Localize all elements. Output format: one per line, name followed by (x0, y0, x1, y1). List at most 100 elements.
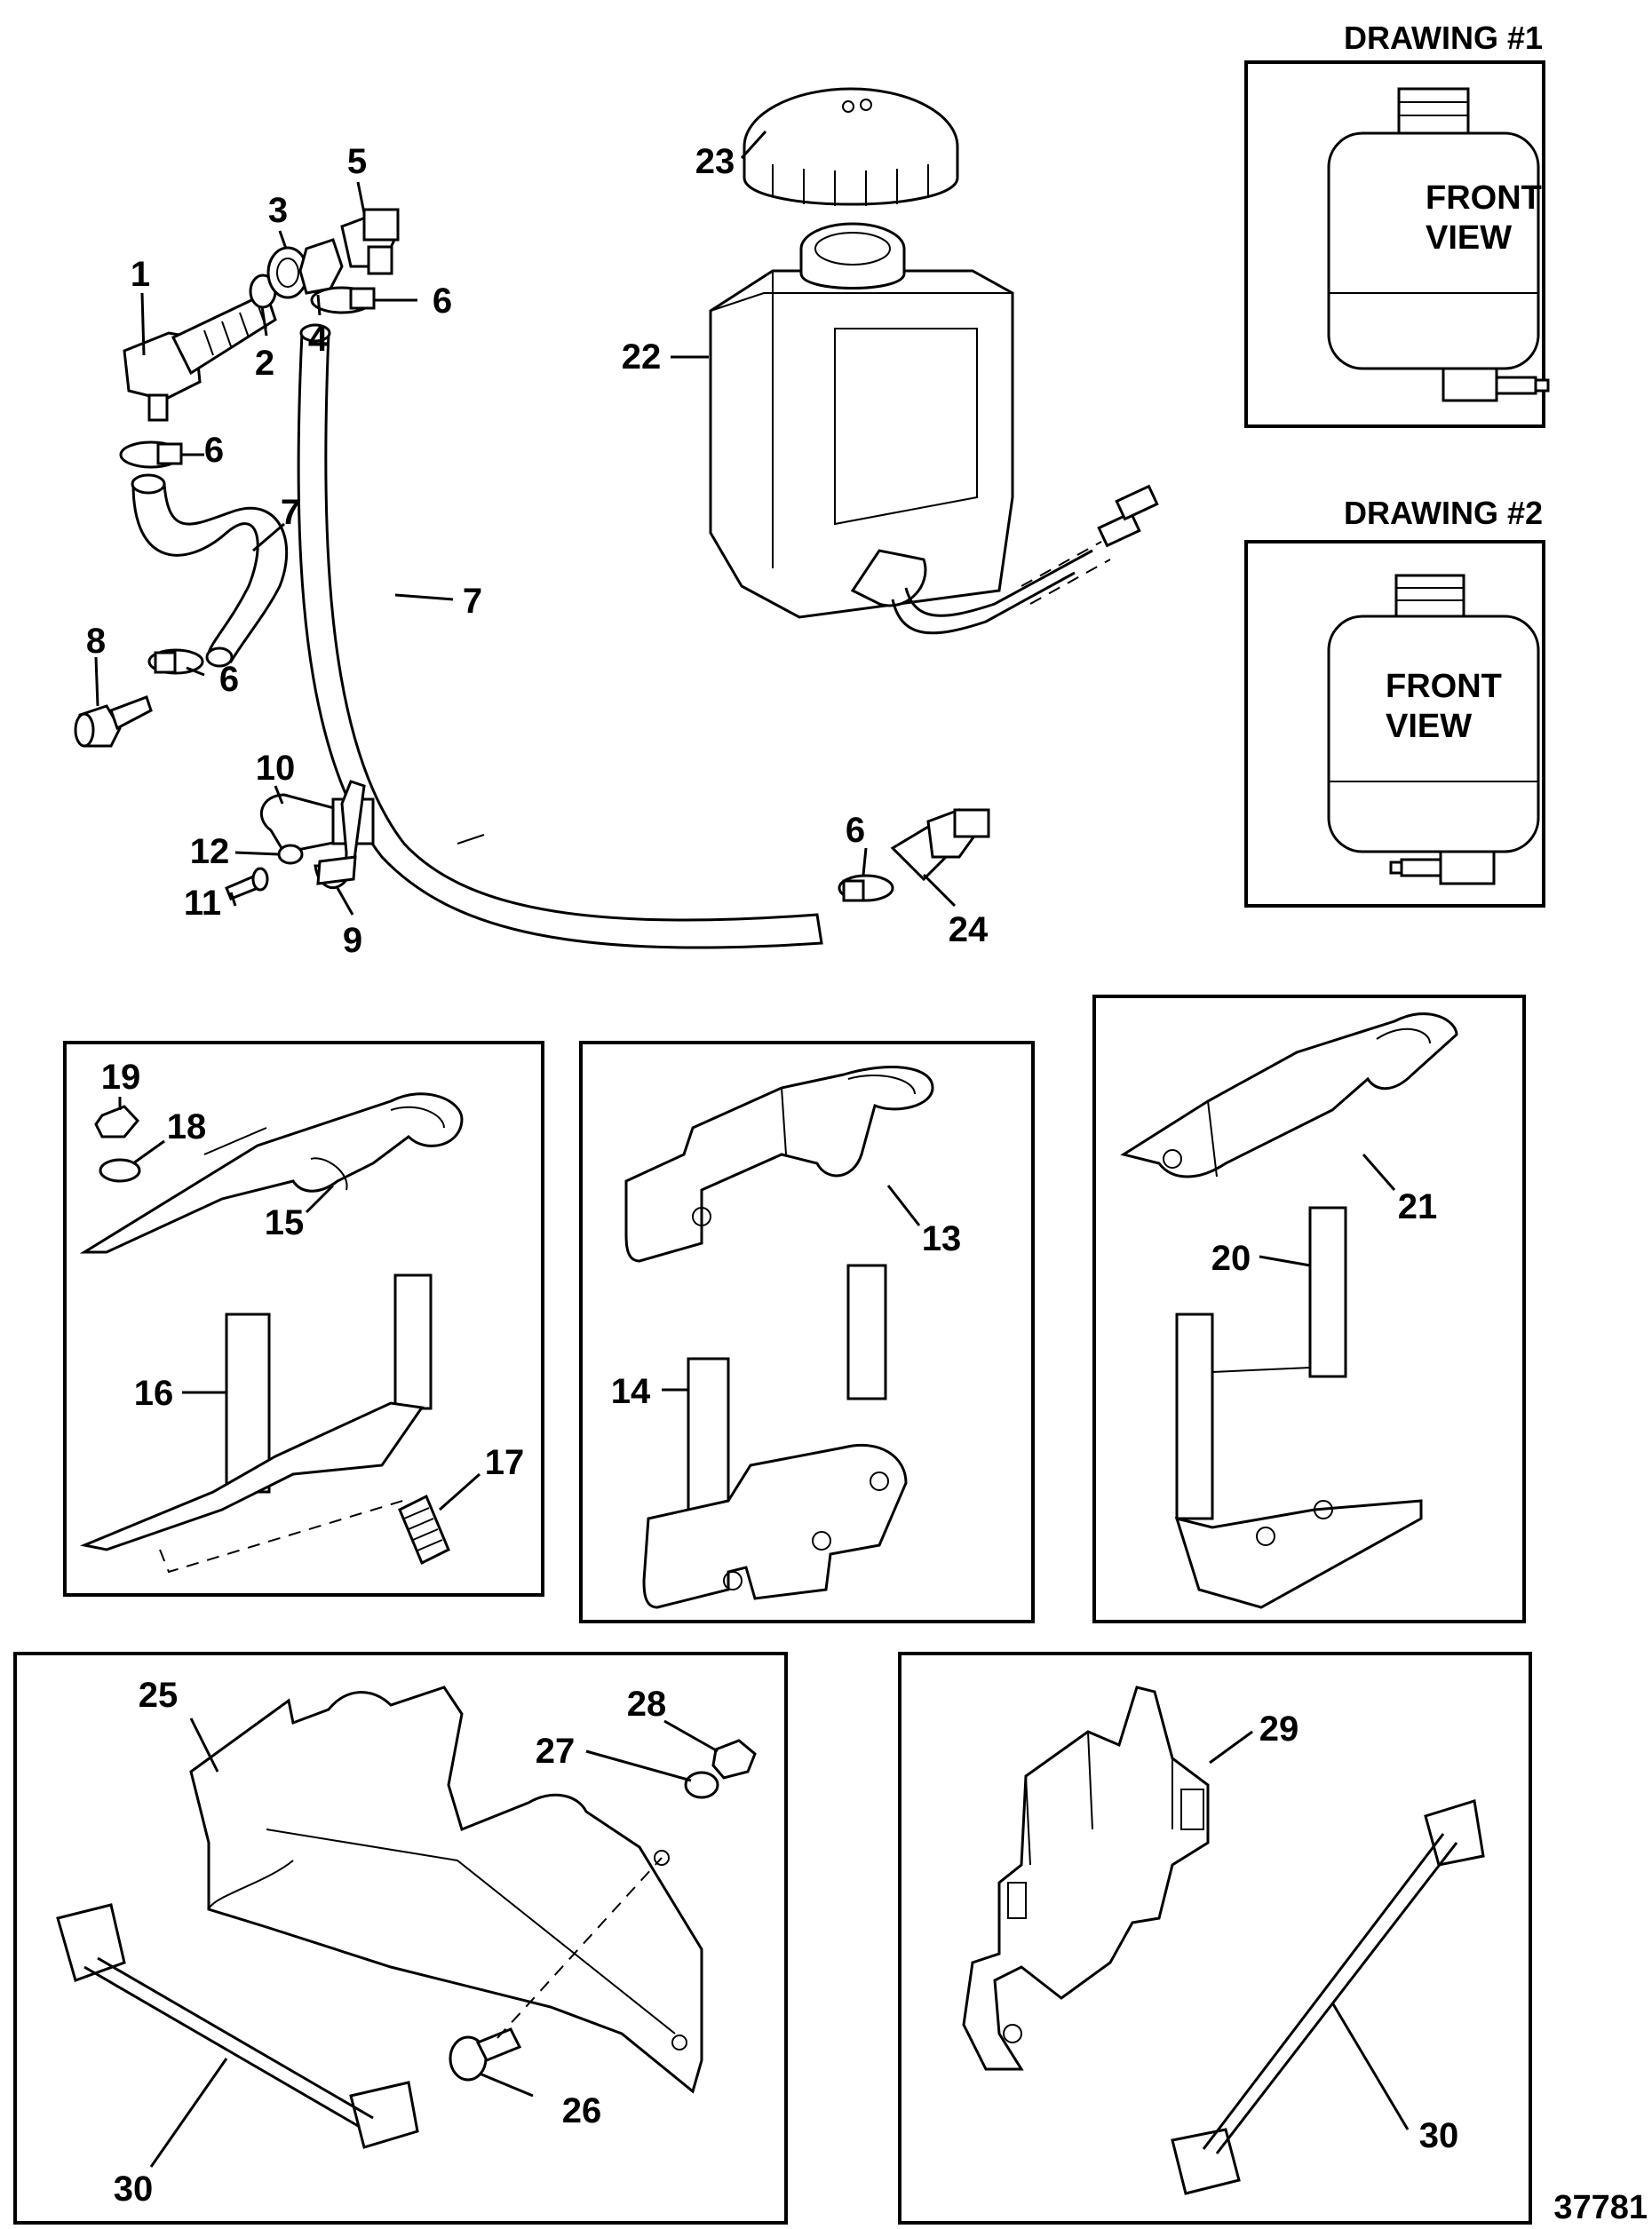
callout-6d: 6 (846, 811, 865, 850)
leader-7a (252, 522, 285, 552)
callout-3: 3 (268, 191, 288, 230)
drawing-1-front: FRONT (1426, 179, 1542, 217)
washer-18 (99, 1158, 141, 1183)
leader-30b (1330, 2002, 1410, 2130)
callout-20: 20 (1211, 1239, 1251, 1278)
leader-11 (229, 892, 237, 907)
callout-14: 14 (611, 1372, 651, 1411)
panel-bracket-13 (579, 1041, 1035, 1623)
callout-7b: 7 (463, 582, 482, 621)
drawing-1-bottle (1327, 87, 1550, 402)
leader-25 (189, 1717, 219, 1773)
leader-30a (149, 2058, 228, 2168)
bracket-25 (189, 1686, 703, 2094)
short-hose (131, 482, 289, 663)
bracket-21 (1120, 1012, 1458, 1178)
drawing-2-view: VIEW (1386, 708, 1472, 745)
leader-13 (886, 1185, 921, 1226)
strap-30-right (1171, 1799, 1485, 2195)
bracket-16 (79, 1273, 433, 1574)
drawing-1-panel: DRAWING #1 FRONT VIEW (1244, 20, 1550, 428)
leader-24 (922, 873, 957, 908)
callout-24: 24 (949, 910, 989, 949)
callout-26: 26 (562, 2091, 602, 2130)
leader-17 (439, 1472, 481, 1511)
callout-5: 5 (347, 142, 367, 181)
drawing-2-title: DRAWING #2 (1344, 495, 1543, 531)
callout-13: 13 (922, 1219, 962, 1258)
figure-number: 37781 (1553, 2189, 1648, 2226)
leader-5 (356, 181, 366, 214)
callout-6b: 6 (204, 431, 224, 470)
leader-15 (305, 1184, 335, 1214)
fitting-24 (890, 808, 990, 882)
leader-1 (140, 292, 146, 356)
leader-26 (479, 2072, 534, 2098)
strap-30-left (56, 1903, 419, 2149)
callout-4: 4 (308, 320, 329, 359)
panel-bracket-29 (898, 1652, 1532, 2225)
callout-11: 11 (184, 884, 221, 923)
leader-8 (94, 656, 99, 707)
callout-1: 1 (131, 255, 150, 294)
screw-26 (449, 2027, 522, 2082)
leader-18 (132, 1139, 165, 1165)
bracket-13 (624, 1066, 934, 1263)
nut-28 (711, 1739, 757, 1780)
bracket-9 (314, 780, 366, 890)
leader-7b (394, 593, 454, 601)
drawing-2-frame (1244, 540, 1545, 908)
spring-17 (398, 1494, 450, 1566)
drawing-2-panel: DRAWING #2 FRONT VIEW (1244, 495, 1545, 908)
panel-bracket-20 (1092, 995, 1526, 1623)
leader-29 (1209, 1730, 1253, 1765)
elbow-fitting (340, 208, 400, 275)
leader-6d (862, 847, 868, 876)
drawing-1-title: DRAWING #1 (1344, 20, 1543, 56)
leader-27 (585, 1749, 692, 1782)
callout-6c: 6 (219, 660, 239, 699)
callout-labels: 1 2 3 4 5 6 6 6 6 7 7 8 9 10 11 12 13 14… (86, 142, 1458, 2209)
leader-6c (186, 666, 205, 677)
callout-16: 16 (134, 1374, 174, 1413)
bracket-29 (962, 1686, 1210, 2071)
callout-9: 9 (343, 921, 362, 960)
leader-3 (278, 230, 288, 250)
bracket-20 (1174, 1206, 1423, 1609)
callout-17: 17 (485, 1443, 525, 1482)
leader-9 (336, 887, 354, 916)
long-hose (297, 331, 823, 949)
callout-23: 23 (695, 142, 735, 181)
banjo-bolt (123, 290, 277, 422)
washer-27 (684, 1771, 719, 1799)
hose-clamp-lower (147, 648, 204, 675)
leader-2 (260, 305, 268, 337)
clamp-bracket-10 (259, 793, 375, 854)
leader-20 (1259, 1255, 1311, 1267)
nut-19 (94, 1105, 140, 1138)
drawing-1-frame (1244, 60, 1545, 428)
callout-22: 22 (622, 337, 662, 377)
panel-bracket-25 (13, 1652, 788, 2225)
callout-25: 25 (139, 1676, 179, 1715)
callout-18: 18 (167, 1107, 207, 1146)
callout-2: 2 (255, 344, 274, 383)
alignment-line-26 (496, 1857, 663, 2039)
callout-7a: 7 (281, 493, 300, 532)
callout-28: 28 (627, 1685, 667, 1724)
bracket-15 (79, 1092, 464, 1254)
callout-30a: 30 (114, 2170, 154, 2209)
callout-10: 10 (256, 749, 296, 788)
screw-11 (225, 867, 269, 900)
leader-10 (274, 785, 284, 805)
callout-15: 15 (265, 1203, 305, 1242)
hose-clamp-upper (310, 286, 376, 314)
leader-28 (663, 1719, 719, 1753)
callout-30b: 30 (1419, 2116, 1459, 2155)
tank-cap (743, 87, 959, 206)
callout-29: 29 (1259, 1709, 1299, 1749)
leader-lines (94, 130, 1410, 2168)
leader-21 (1362, 1154, 1396, 1191)
leader-4 (316, 294, 322, 316)
